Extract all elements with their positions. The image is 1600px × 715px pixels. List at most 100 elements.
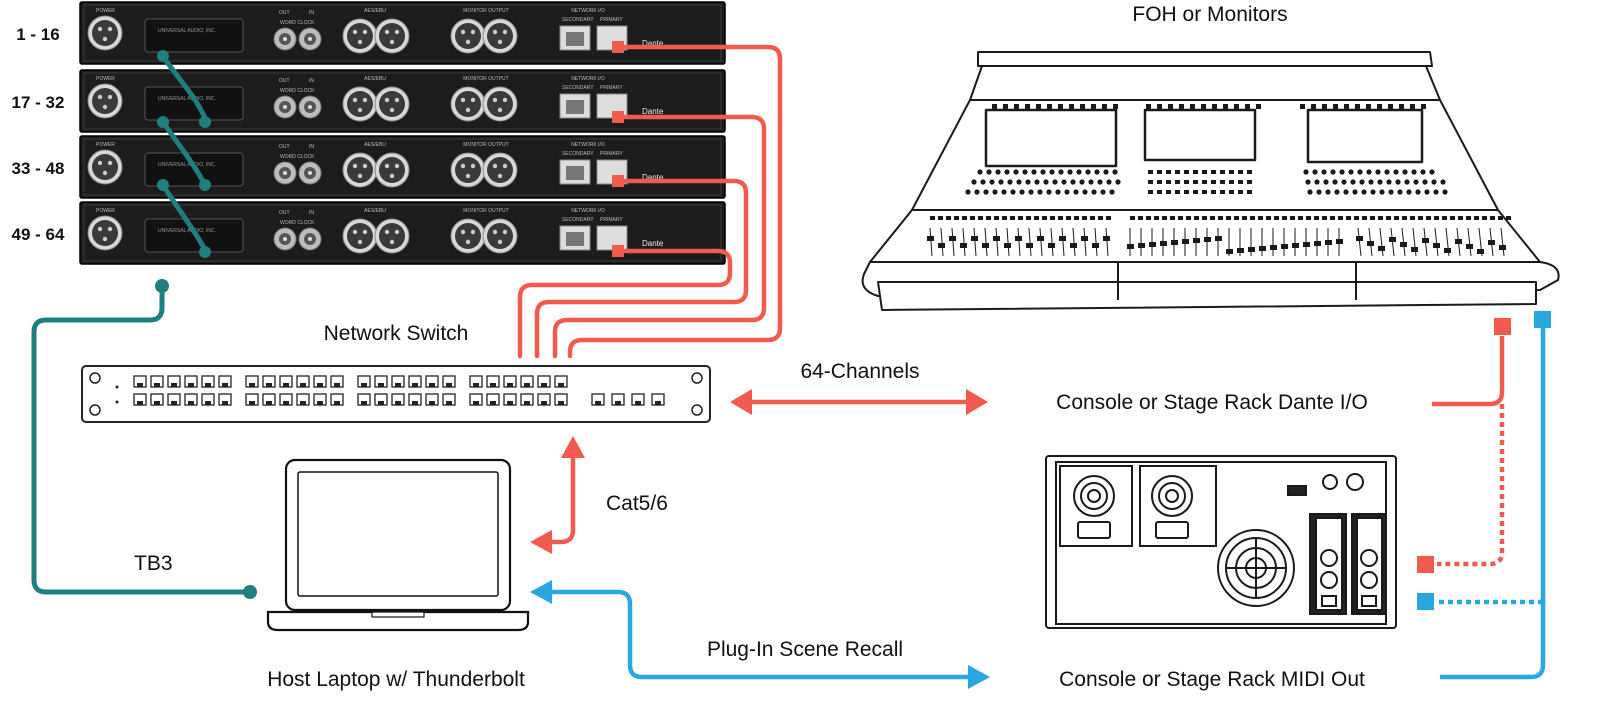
network-io-label: NETWORK I/O	[571, 8, 605, 14]
word-clock-out-bnc	[273, 95, 297, 119]
word-clock-in-label: IN	[309, 144, 314, 150]
word-clock-out-bnc	[273, 161, 297, 185]
switch-port	[218, 375, 232, 388]
word-clock-in-bnc	[298, 95, 322, 119]
secondary-label: SECONDARY	[562, 17, 594, 23]
console-button	[1026, 216, 1031, 220]
console-fader-track	[1094, 227, 1098, 257]
switch-port	[296, 375, 310, 388]
console-fader-cap	[1336, 239, 1343, 244]
console-knob	[974, 189, 980, 195]
console-knob	[1019, 189, 1025, 195]
console-button	[1266, 216, 1271, 220]
console-knob	[1314, 179, 1320, 185]
word-clock-label: WORD CLOCK	[280, 88, 315, 94]
console-fader-cap	[1127, 244, 1134, 249]
console-button	[1211, 170, 1216, 174]
dante-plugs	[612, 41, 624, 257]
switch-port	[554, 393, 568, 406]
tb3-label: TB3	[134, 552, 173, 575]
console-fader-cap	[1138, 243, 1145, 248]
console-button	[1166, 170, 1171, 174]
dante-logo-text: Dante	[642, 239, 664, 248]
console-knob	[1366, 169, 1372, 175]
switch-port	[262, 393, 276, 406]
console-button	[1247, 180, 1252, 184]
console-button	[1146, 216, 1151, 220]
console-button	[986, 216, 991, 220]
console-button	[1211, 190, 1216, 194]
console-fader-cap	[1182, 239, 1189, 244]
switch-port	[537, 393, 551, 406]
console-button	[1090, 216, 1095, 220]
switch-port	[313, 393, 327, 406]
console-button	[1223, 104, 1228, 109]
console-fader-cap	[1378, 246, 1385, 251]
console-button	[1421, 104, 1426, 109]
switch-port	[218, 393, 232, 406]
console-knob	[977, 169, 983, 175]
console-button	[1298, 216, 1303, 220]
monitor-out-left-xlr	[450, 152, 486, 188]
console-button	[1042, 216, 1047, 220]
console-knob	[1343, 189, 1349, 195]
network-switch	[81, 365, 711, 423]
console-fader-cap	[1204, 237, 1211, 242]
switch-port	[133, 375, 147, 388]
word-clock-in-label: IN	[309, 210, 314, 216]
console-button	[1311, 104, 1316, 109]
switch-port	[537, 375, 551, 388]
word-clock-in-bnc	[298, 227, 322, 251]
switch-port	[330, 375, 344, 388]
console-fader-cap	[1303, 242, 1310, 247]
primary-label: PRIMARY	[600, 17, 623, 23]
console-button	[1130, 216, 1135, 220]
console-button	[930, 216, 935, 220]
console-knob	[1088, 179, 1094, 185]
console-knob	[1420, 169, 1426, 175]
console-knob	[1422, 179, 1428, 185]
mixing-console	[861, 51, 1560, 311]
console-button	[1098, 216, 1103, 220]
switch-port	[425, 375, 439, 388]
aes-in-xlr	[374, 218, 410, 254]
console-knob	[1384, 169, 1390, 175]
console-knob	[965, 189, 971, 195]
console-button	[1418, 216, 1423, 220]
console-knob	[1025, 179, 1031, 185]
console-button	[1290, 216, 1295, 220]
console-fader-track	[1028, 227, 1032, 257]
console-knob	[1079, 179, 1085, 185]
console-button	[1212, 104, 1217, 109]
console-knob	[1091, 189, 1097, 195]
console-button	[946, 216, 951, 220]
scene-recall-label: Plug-In Scene Recall	[707, 638, 903, 661]
console-button	[1426, 216, 1431, 220]
console-knob	[1395, 179, 1401, 185]
console-knob	[1303, 169, 1309, 175]
channel-range-label: 33 - 48	[12, 159, 65, 178]
aes-ebu-label: AES/EBU	[364, 142, 386, 148]
console-button	[1138, 216, 1143, 220]
console-button	[978, 216, 983, 220]
switch-port	[520, 393, 534, 406]
console-button	[1202, 170, 1207, 174]
console-knob	[986, 169, 992, 175]
console-fader-cap	[982, 243, 989, 248]
console-knob	[1106, 179, 1112, 185]
console-fader-cap	[1444, 248, 1451, 253]
console-knob	[1082, 189, 1088, 195]
console-knob	[1061, 179, 1067, 185]
console-fader-track	[962, 227, 966, 257]
console-button	[1202, 180, 1207, 184]
word-clock-out-bnc	[273, 27, 297, 51]
console-knob	[1406, 189, 1412, 195]
midi-cable	[530, 311, 1551, 689]
console-button	[1193, 190, 1198, 194]
console-knob	[998, 179, 1004, 185]
console-button	[1322, 216, 1327, 220]
network-io-label: NETWORK I/O	[571, 208, 605, 214]
console-button	[1258, 216, 1263, 220]
